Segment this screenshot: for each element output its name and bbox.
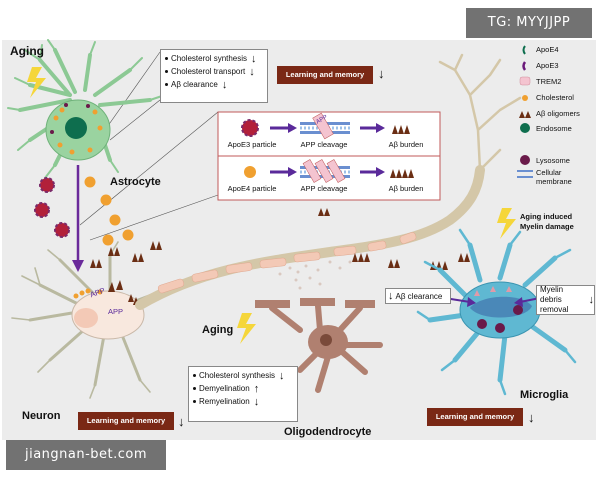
legend-item: Lysosome (536, 156, 570, 165)
down-arrow-icon: ↓ (279, 371, 285, 381)
background-panel (2, 40, 596, 440)
app-cleavage-label: APP cleavage (294, 140, 354, 149)
down-arrow-icon: ↓ (249, 67, 255, 77)
oligo-info-box: Cholesterol synthesis↓ Demyelination↑ Re… (188, 366, 298, 422)
ab-burden-label: Aβ burden (378, 184, 434, 193)
astro-box-row: Cholesterol transport↓ (161, 65, 267, 78)
apoe4-particle-label: ApoE4 particle (222, 184, 282, 193)
down-arrow-icon: ↓ (388, 291, 394, 301)
astrocyte-info-box: Cholesterol synthesis↓ Cholesterol trans… (160, 49, 268, 103)
down-arrow-icon: ↓ (528, 410, 535, 425)
apoe3-particle-label: ApoE3 particle (222, 140, 282, 149)
ab-burden-label: Aβ burden (378, 140, 434, 149)
learning-memory-badge-microglia: Learning and memory (427, 408, 523, 426)
legend-item: Cellular membrane (536, 168, 572, 186)
legend-item: ApoE3 (536, 61, 559, 70)
astrocyte-nucleus (65, 117, 87, 139)
microglia-clearance-box: ↓Aβ clearance (385, 288, 451, 304)
oligodendrocyte-label: Oligodendrocyte (284, 426, 371, 438)
app-label: APP (108, 307, 123, 316)
aging-label: Aging (10, 44, 44, 58)
neuron-label: Neuron (22, 410, 61, 422)
legend-item: TREM2 (536, 77, 561, 86)
down-arrow-icon: ↓ (222, 80, 228, 90)
apoe4-particle-symbol (244, 166, 256, 178)
down-arrow-icon: ↓ (254, 397, 260, 407)
down-arrow-icon: ↓ (251, 54, 257, 64)
learning-memory-badge-neuron: Learning and memory (78, 412, 174, 430)
legend-item: ApoE4 (536, 45, 559, 54)
aging-myelin-label: Aging induced Myelin damage (520, 212, 574, 232)
microglia-label: Microglia (520, 389, 568, 401)
apoe3-particle-symbol (242, 120, 258, 136)
down-arrow-icon: ↓ (589, 295, 595, 305)
watermark-top: TG: MYYJJPP (466, 8, 592, 38)
learning-memory-badge-top: Learning and memory (277, 66, 373, 84)
astrocyte-label: Astrocyte (110, 176, 161, 188)
astro-box-row: Aβ clearance↓ (161, 78, 267, 91)
oligo-box-row: Cholesterol synthesis↓ (189, 369, 297, 382)
app-cleavage-label: APP cleavage (294, 184, 354, 193)
oligo-box-row: Remyelination↓ (189, 395, 297, 408)
aging-label-oligo: Aging (202, 324, 233, 336)
oligomer-symbol (392, 125, 410, 134)
astro-box-row: Cholesterol synthesis↓ (161, 52, 267, 65)
down-arrow-icon: ↓ (378, 66, 385, 81)
oligo-box-row: Demyelination↑ (189, 382, 297, 395)
microglia-debris-box: Myelin debris removal↓ (536, 285, 595, 315)
legend-item: Endosome (536, 124, 572, 133)
up-arrow-icon: ↑ (254, 384, 260, 394)
legend-item: Cholesterol (536, 93, 574, 102)
legend-item: Aβ oligomers (536, 109, 580, 118)
watermark-bottom: jiangnan-bet.com (6, 440, 166, 470)
down-arrow-icon: ↓ (178, 414, 185, 429)
